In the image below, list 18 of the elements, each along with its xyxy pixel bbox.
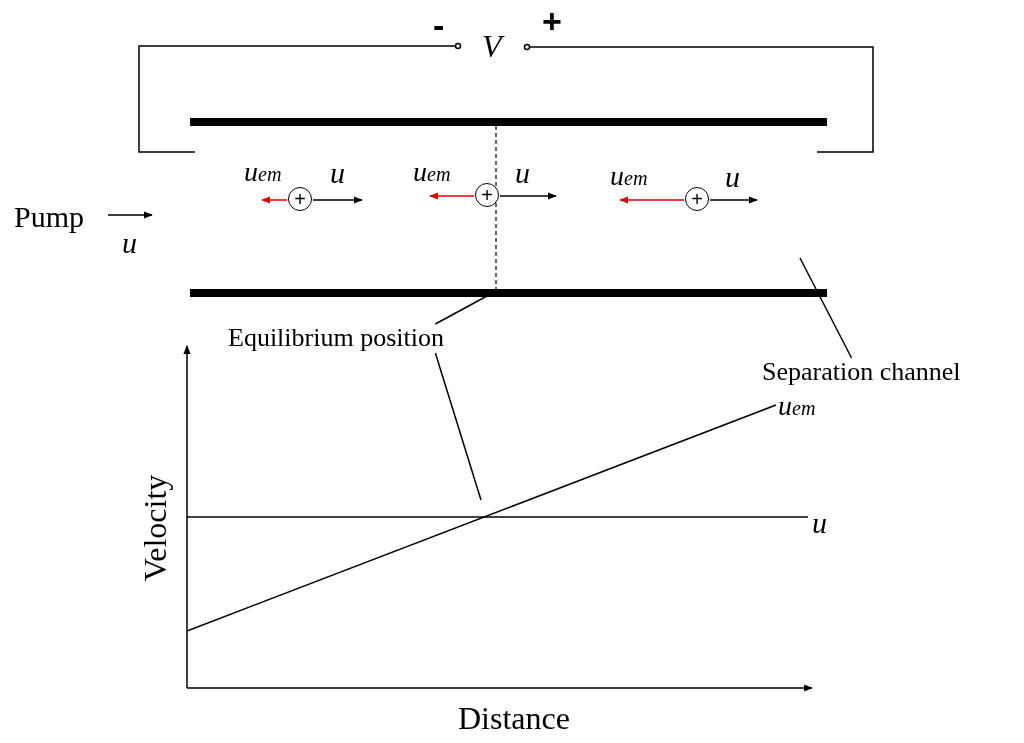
axis-label: Distance [458,702,570,734]
leader-line [434,295,488,325]
symbol-label: u [330,158,345,188]
axis-label: Velocity [139,474,172,582]
polarity-sign: + [542,4,562,38]
callout-text: Equilibrium position [228,324,444,353]
symbol-label: u [122,228,137,258]
particle-symbol: + [685,187,709,211]
polarity-sign: - [433,8,445,42]
particle-symbol: + [475,183,499,207]
leader-line [799,257,853,359]
axis-label: Pump [14,202,85,232]
callout-text: Separation channel [762,358,961,387]
leader-line [434,352,482,501]
particle-symbol: + [288,187,312,211]
symbol-label: u [812,508,827,538]
symbol-label: u [515,158,530,188]
symbol-label: u [725,162,740,192]
